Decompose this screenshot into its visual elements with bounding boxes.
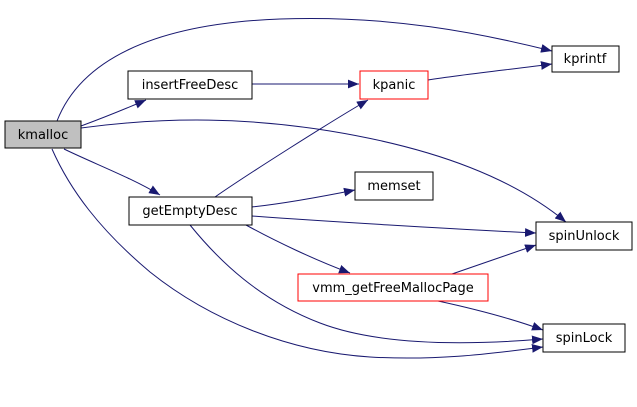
edge-kmalloc-kprintf — [56, 17, 553, 122]
node-kprintf[interactable]: kprintf — [551, 45, 620, 73]
node-getEmptyDesc[interactable]: getEmptyDesc — [128, 196, 253, 226]
node-getEmptyDesc-label[interactable]: getEmptyDesc — [142, 204, 237, 219]
edges — [51, 17, 567, 359]
edge-kmalloc-spinUnlock — [80, 119, 567, 223]
node-kprintf-label[interactable]: kprintf — [564, 52, 607, 67]
edge-getEmptyDesc-vmm_getFreeMallocPage — [245, 224, 351, 274]
edge-vmm_getFreeMallocPage-spinUnlock — [451, 244, 537, 275]
node-spinUnlock[interactable]: spinUnlock — [535, 221, 633, 251]
node-spinLock[interactable]: spinLock — [542, 323, 626, 353]
node-insertFreeDesc[interactable]: insertFreeDesc — [127, 70, 253, 100]
node-vmm_getFreeMallocPage[interactable]: vmm_getFreeMallocPage — [297, 273, 489, 302]
edge-getEmptyDesc-spinLock — [189, 224, 544, 345]
edge-kmalloc-spinLock — [51, 148, 544, 359]
node-spinLock-label[interactable]: spinLock — [556, 331, 613, 346]
node-kpanic[interactable]: kpanic — [359, 70, 429, 100]
node-kmalloc-label[interactable]: kmalloc — [18, 128, 68, 143]
edge-vmm_getFreeMallocPage-spinLock — [437, 300, 544, 331]
node-kpanic-label[interactable]: kpanic — [373, 78, 416, 93]
edge-getEmptyDesc-kpanic — [214, 99, 369, 198]
edge-getEmptyDesc-spinUnlock — [251, 215, 537, 237]
edge-kpanic-kprintf — [427, 61, 553, 81]
node-spinUnlock-label[interactable]: spinUnlock — [549, 229, 620, 244]
edge-getEmptyDesc-memset — [251, 187, 356, 208]
node-vmm_getFreeMallocPage-label[interactable]: vmm_getFreeMallocPage — [312, 281, 473, 296]
node-memset-label[interactable]: memset — [367, 179, 420, 194]
edge-kmalloc-insertFreeDesc — [80, 99, 147, 127]
node-memset[interactable]: memset — [354, 171, 434, 201]
edge-kmalloc-getEmptyDesc — [63, 148, 161, 196]
node-insertFreeDesc-label[interactable]: insertFreeDesc — [142, 78, 239, 93]
node-kmalloc[interactable]: kmalloc — [4, 120, 82, 149]
